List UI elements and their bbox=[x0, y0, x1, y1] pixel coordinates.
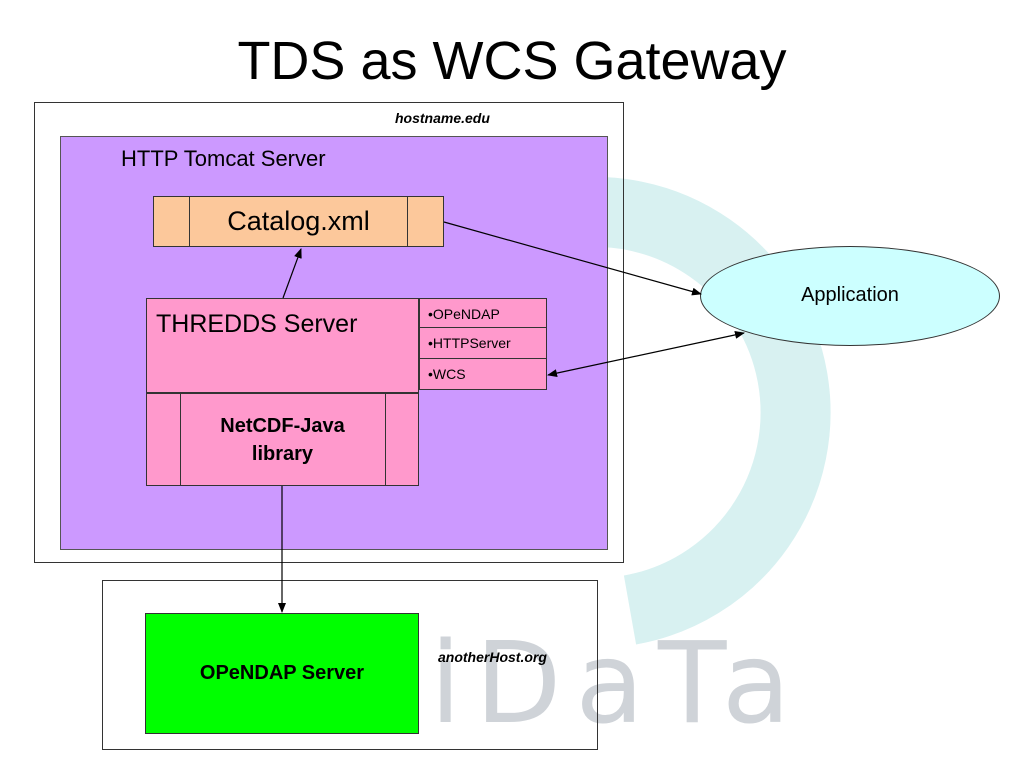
watermark-text: iDaTa bbox=[430, 619, 805, 749]
catalog-divider-right bbox=[407, 197, 408, 246]
service-httpserver: •HTTPServer bbox=[419, 327, 547, 359]
netcdf-line-2: library bbox=[251, 442, 314, 465]
catalog-divider-left bbox=[189, 197, 190, 246]
hostname-label: hostname.edu bbox=[395, 110, 490, 126]
another-host-box bbox=[102, 580, 598, 750]
slide-title: TDS as WCS Gateway bbox=[237, 31, 787, 91]
another-host-label: anotherHost.org bbox=[438, 649, 547, 665]
opendap-server-box: OPeNDAP Server bbox=[145, 613, 419, 734]
netcdf-line-1: NetCDF-Java bbox=[220, 414, 345, 437]
tomcat-server-label: HTTP Tomcat Server bbox=[121, 146, 326, 171]
thredds-server-label: THREDDS Server bbox=[156, 310, 358, 338]
netcdf-divider-left bbox=[180, 394, 181, 485]
service-opendap: •OPeNDAP bbox=[419, 298, 547, 330]
netcdf-java-label: NetCDF-Java library bbox=[180, 393, 385, 486]
catalog-box bbox=[153, 196, 444, 247]
service-wcs: •WCS bbox=[419, 358, 547, 390]
netcdf-java-box bbox=[146, 393, 419, 486]
catalog-label: Catalog.xml bbox=[227, 206, 370, 236]
thredds-server-box bbox=[146, 298, 419, 393]
application-ellipse: Application bbox=[700, 246, 1000, 346]
netcdf-divider-right bbox=[385, 394, 386, 485]
